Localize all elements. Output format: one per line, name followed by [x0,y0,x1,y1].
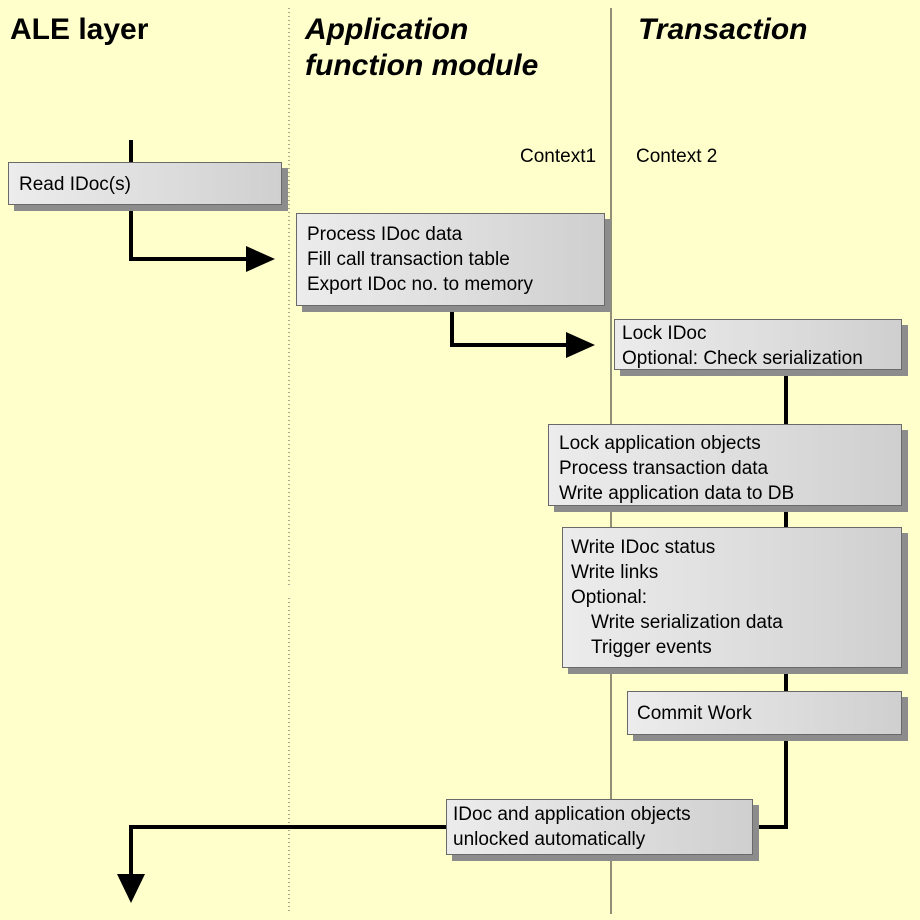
box-text-line: Write links [571,562,659,583]
column-heading-application-line2: function module [305,49,539,82]
box-text-line: Read IDoc(s) [19,174,131,195]
box-text-line: Process transaction data [559,458,769,479]
box-text-line: unlocked automatically [453,829,646,850]
unlocked-box: IDoc and application objects unlocked aut… [446,799,753,855]
box-text-line: IDoc and application objects [453,804,691,825]
box-text-line: Process IDoc data [307,224,463,245]
connector-process-to-lock [450,306,570,347]
arrowhead-process-to-lock [566,332,595,358]
connector-unlocked-to-ale [129,825,446,878]
box-text-line: Lock IDoc [622,323,707,344]
box-text-line: Write serialization data [591,612,783,633]
box-text-line: Write IDoc status [571,537,716,558]
commit-work-box: Commit Work [627,691,902,735]
box-text-line: Export IDoc no. to memory [307,274,533,295]
arrowhead-return-ale [117,874,145,903]
box-text-line: Fill call transaction table [307,249,510,270]
box-text-line: Trigger events [591,637,712,658]
box-text-line: Lock application objects [559,433,761,454]
connector-read-to-process [129,205,250,261]
context2-label: Context 2 [636,146,718,167]
arrowhead-read-to-process [246,246,275,272]
box-text-line: Optional: Check serialization [622,348,863,369]
box-text-line: Commit Work [637,703,752,724]
column-heading-ale: ALE layer [10,13,149,46]
box-text-line: Write application data to DB [559,483,795,504]
connector-commit-to-unlocked [755,735,788,829]
box-text-line: Optional: [571,587,648,608]
column-heading-application-line1: Application [305,13,469,46]
column-heading-application: Application function module [305,12,538,84]
context1-label: Context1 [520,146,597,167]
read-idoc-box: Read IDoc(s) [8,162,282,205]
column-heading-transaction: Transaction [638,13,808,46]
